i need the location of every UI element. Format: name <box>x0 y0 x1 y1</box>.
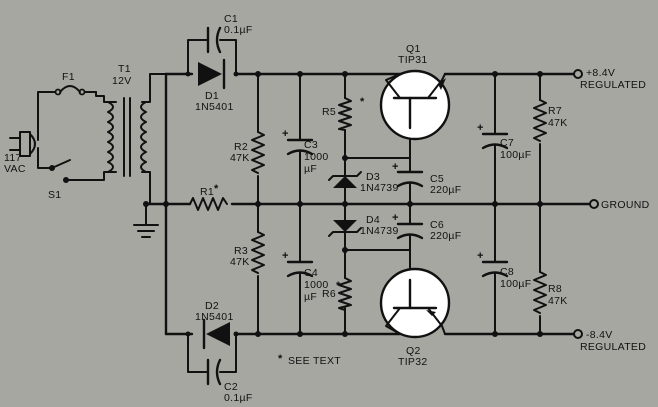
label-c4-value-1: 1000 <box>304 279 329 291</box>
label-r3-value: 47K <box>230 256 250 268</box>
label-f1: F1 <box>62 71 75 83</box>
label-r6-asterisk: * <box>336 280 341 292</box>
label-q2: Q2 <box>406 345 421 357</box>
capacitor-c7-icon: + <box>477 122 509 150</box>
label-d2: D2 <box>205 300 219 312</box>
label-vac-1: 117 <box>4 152 22 164</box>
label-positive-output-regulated: REGULATED <box>580 79 646 91</box>
label-negative-output-regulated: REGULATED <box>580 341 646 353</box>
svg-text:+: + <box>392 161 399 173</box>
label-r6: R6 <box>322 288 336 300</box>
label-t1-value: 12V <box>112 75 132 87</box>
svg-text:+: + <box>477 122 484 134</box>
label-c4: C4 <box>304 267 318 279</box>
capacitor-c6-icon: + <box>392 212 424 240</box>
label-c4-value-2: µF <box>304 291 317 303</box>
capacitor-c4-icon: + <box>282 250 314 278</box>
zener-d4-icon <box>328 220 362 237</box>
switch-s1-icon <box>49 159 71 183</box>
label-c3: C3 <box>304 139 318 151</box>
label-r1: R1 <box>200 186 214 198</box>
label-ground: GROUND <box>601 199 650 211</box>
output-terminals <box>573 69 599 339</box>
label-q1-value: TIP31 <box>398 54 428 66</box>
transistor-q1-icon <box>379 69 451 141</box>
transistor-q2-icon <box>379 267 451 339</box>
capacitor-c2-icon <box>206 358 222 386</box>
resistor-r1-icon <box>189 197 228 211</box>
capacitor-c5-icon: + <box>392 161 424 188</box>
label-r5-asterisk: * <box>360 96 365 108</box>
wiring <box>37 39 592 373</box>
label-r1-asterisk: * <box>214 183 219 195</box>
label-c6: C6 <box>430 219 444 231</box>
label-r7-value: 47K <box>548 117 568 129</box>
label-d2-value: 1N5401 <box>195 311 234 323</box>
svg-text:+: + <box>477 250 484 262</box>
label-c7-value: 100µF <box>500 149 531 161</box>
capacitor-c3-icon: + <box>282 128 314 156</box>
svg-text:+: + <box>392 212 399 224</box>
see-text-asterisk: * <box>278 353 283 365</box>
svg-text:+: + <box>282 250 289 262</box>
label-vac-2: VAC <box>4 163 26 175</box>
label-d4-value: 1N4739 <box>360 225 399 237</box>
label-r5: R5 <box>322 106 336 118</box>
label-s1: S1 <box>48 189 61 201</box>
label-c1-value: 0.1µF <box>224 24 253 36</box>
resistor-r5-icon <box>338 97 352 131</box>
label-d1-value: 1N5401 <box>195 101 234 113</box>
label-d3: D3 <box>366 171 380 183</box>
label-c2-value: 0.1µF <box>224 392 253 404</box>
label-q1: Q1 <box>406 43 421 55</box>
ground-symbol-icon <box>133 224 159 238</box>
label-c8-value: 100µF <box>500 278 531 290</box>
label-c3-value-2: µF <box>304 163 317 175</box>
label-r8-value: 47K <box>548 295 568 307</box>
fuse-f1-icon <box>54 85 86 96</box>
capacitor-c8-icon: + <box>477 250 509 278</box>
resistor-r8-icon <box>533 271 547 314</box>
resistor-r6-icon <box>338 277 352 311</box>
diode-d1-icon <box>198 58 226 90</box>
label-r7: R7 <box>548 105 562 117</box>
label-c2: C2 <box>224 381 238 393</box>
see-text-note: SEE TEXT <box>288 355 341 367</box>
label-c8: C8 <box>500 266 514 278</box>
label-c6-value: 220µF <box>430 230 461 242</box>
svg-text:+: + <box>282 128 289 140</box>
resistor-r3-icon <box>251 231 265 274</box>
label-c7: C7 <box>500 137 514 149</box>
label-negative-output-voltage: -8.4V <box>586 329 613 341</box>
ac-plug-icon <box>9 131 36 157</box>
label-r2-value: 47K <box>230 152 250 164</box>
label-c5-value: 220µF <box>430 184 461 196</box>
label-c3-value-1: 1000 <box>304 151 329 163</box>
label-c1: C1 <box>224 13 238 25</box>
zener-d3-icon <box>328 171 362 188</box>
label-d3-value: 1N4739 <box>360 182 399 194</box>
junctions <box>143 71 543 337</box>
label-d4: D4 <box>366 214 380 226</box>
label-q2-value: TIP32 <box>398 356 428 368</box>
capacitor-c1-icon <box>206 26 222 54</box>
resistor-r2-icon <box>251 131 265 174</box>
label-r3: R3 <box>234 245 248 257</box>
label-r8: R8 <box>548 283 562 295</box>
label-t1: T1 <box>118 63 131 75</box>
diode-d2-icon <box>202 318 230 350</box>
component-labels: C1 0.1µF D1 1N5401 F1 T1 12V 117 VAC S1 … <box>4 13 650 404</box>
resistor-r7-icon <box>533 99 547 142</box>
label-positive-output-voltage: +8.4V <box>586 67 615 79</box>
label-r2: R2 <box>234 141 248 153</box>
label-c5: C5 <box>430 173 444 185</box>
label-d1: D1 <box>205 90 219 102</box>
transformer-t1-icon <box>107 97 147 177</box>
